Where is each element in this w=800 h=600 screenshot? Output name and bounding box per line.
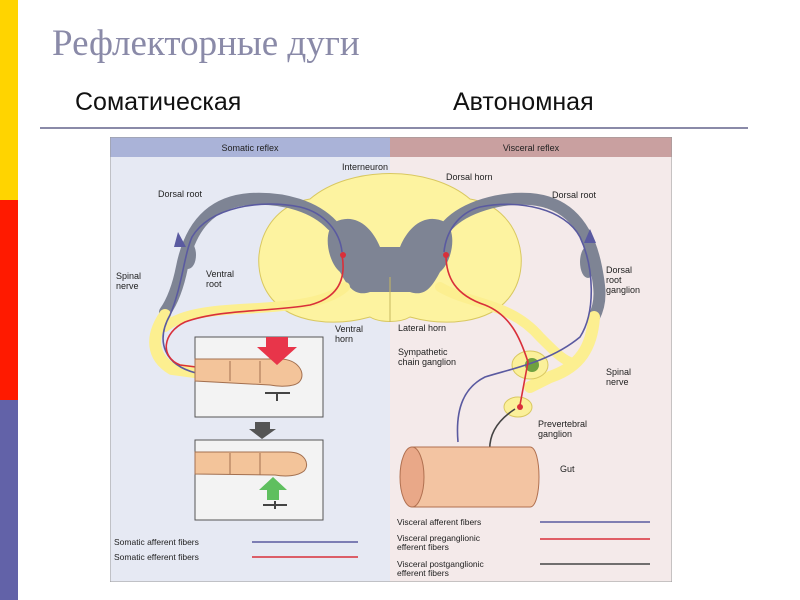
label-ventral-root-1: Ventral [206, 269, 234, 279]
visceral-preganglionic-path [445, 254, 529, 406]
label-spinal-nerve-right-2: nerve [606, 377, 629, 387]
reflex-arc-figure: Somatic reflex Visceral reflex Interneur… [109, 136, 673, 583]
label-ventral-horn-2: horn [335, 334, 353, 344]
visceral-afferent-arrow [584, 229, 596, 243]
visceral-spinal-nerve [524, 311, 600, 393]
label-lateral-horn: Lateral horn [398, 323, 446, 333]
interneuron-cell [340, 252, 346, 258]
label-prevertebral-2: ganglion [538, 429, 572, 439]
label-sympathetic-1: Sympathetic [398, 347, 448, 357]
label-dorsal-horn: Dorsal horn [446, 172, 493, 182]
somatic-ventral-root [160, 282, 350, 332]
somatic-panel-header [110, 137, 390, 157]
accent-stripe-yellow [0, 0, 18, 200]
finger-stimulus [194, 358, 303, 387]
visceral-ventral-root [435, 282, 575, 367]
sequence-arrow-icon [249, 422, 276, 439]
legend-visceral-postganglionic-2: efferent fibers [397, 568, 449, 578]
visceral-dorsal-root [442, 192, 606, 323]
heading-somatic: Соматическая [75, 88, 242, 116]
legend-visceral-preganglionic-1: Visceral preganglionic [397, 533, 481, 543]
somatic-dorsal-root [159, 192, 338, 318]
stimulus-arrow-icon [257, 337, 297, 365]
somatic-efferent-path [165, 254, 344, 368]
legend-visceral-preganglionic-2: efferent fibers [397, 542, 449, 552]
accent-stripe-red [0, 200, 18, 400]
somatic-spinal-nerve [149, 309, 201, 378]
visceral-panel-title: Visceral reflex [503, 143, 560, 153]
reflex-arc-diagram: Somatic reflex Visceral reflex Interneur… [109, 136, 673, 583]
gut-opening [399, 446, 425, 508]
label-interneuron: Interneuron [342, 162, 388, 172]
label-ventral-root-2: root [206, 279, 222, 289]
somatic-afferent-path [162, 203, 343, 374]
slide-title: Рефлекторные дуги [52, 23, 360, 64]
withdrawal-arrow-icon [259, 477, 287, 500]
label-drg-1: Dorsal [606, 265, 632, 275]
legend-visceral-afferent: Visceral afferent fibers [397, 517, 481, 527]
legend-somatic-afferent: Somatic afferent fibers [114, 537, 199, 547]
title-divider [40, 127, 748, 129]
accent-stripe-purple [0, 400, 18, 600]
label-spinal-nerve-right-1: Spinal [606, 367, 631, 377]
visceral-legend: Visceral afferent fibers Visceral pregan… [397, 517, 650, 578]
legend-visceral-postganglionic-1: Visceral postganglionic [397, 559, 485, 569]
label-drg-2: root [606, 275, 622, 285]
visceral-panel-header [390, 137, 672, 157]
label-dorsal-root-left: Dorsal root [158, 189, 203, 199]
label-sympathetic-2: chain ganglion [398, 357, 456, 367]
spinal-cord-gray-matter [327, 218, 453, 294]
legend-somatic-efferent: Somatic efferent fibers [114, 552, 199, 562]
gut-tube [411, 446, 540, 508]
label-spinal-nerve-left-2: nerve [116, 281, 139, 291]
label-spinal-nerve-left-1: Spinal [116, 271, 141, 281]
label-drg-3: ganglion [606, 285, 640, 295]
heading-autonomic: Автономная [453, 88, 594, 116]
label-dorsal-root-right: Dorsal root [552, 190, 597, 200]
label-prevertebral-1: Prevertebral [538, 419, 587, 429]
somatic-panel-title: Somatic reflex [221, 143, 279, 153]
visceral-afferent-path [443, 203, 593, 443]
label-ventral-horn-1: Ventral [335, 324, 363, 334]
label-gut: Gut [560, 464, 575, 474]
afferent-arrow [174, 232, 186, 247]
finger-withdrawn [194, 451, 308, 477]
somatic-legend: Somatic afferent fibers Somatic efferent… [114, 537, 358, 562]
